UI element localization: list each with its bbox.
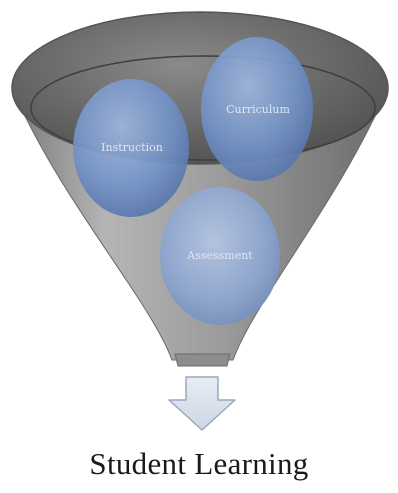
funnel-inner-rim bbox=[30, 55, 376, 161]
circle-label-instruction: Instruction bbox=[101, 141, 163, 154]
circle-label-assessment: Assessment bbox=[186, 249, 253, 262]
circle-label-curriculum: Curriculum bbox=[226, 103, 290, 116]
input-circle-assessment: Assessment bbox=[160, 187, 280, 325]
input-circle-instruction: Instruction bbox=[73, 79, 189, 217]
down-arrow-icon bbox=[168, 376, 236, 431]
input-circle-curriculum: Curriculum bbox=[201, 37, 313, 181]
funnel-rim bbox=[11, 11, 389, 165]
funnel-spout bbox=[174, 353, 231, 367]
outcome-label: Student Learning bbox=[89, 446, 309, 481]
